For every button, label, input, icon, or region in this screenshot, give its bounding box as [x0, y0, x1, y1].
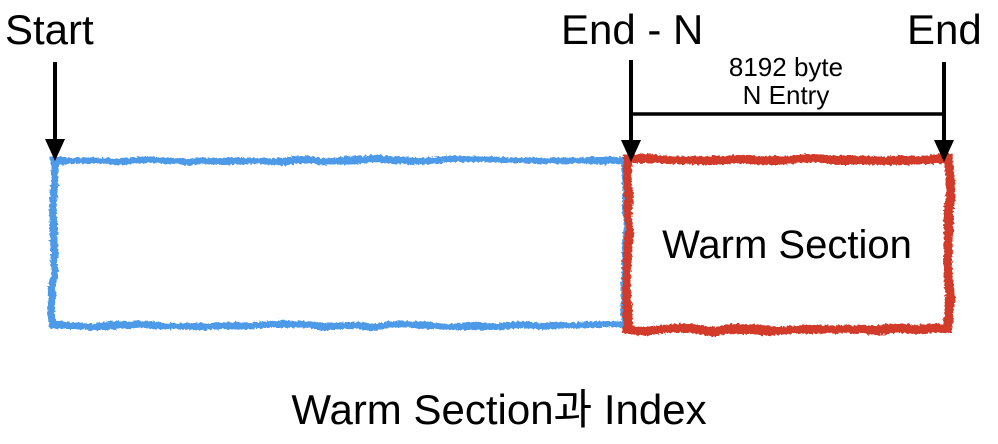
index-section-box [48, 155, 628, 328]
diagram-caption: Warm Section과 Index [291, 386, 707, 433]
start-label: Start [5, 6, 94, 53]
end-minus-n-arrow-head [621, 140, 641, 162]
end-arrow-head [934, 140, 954, 162]
start-arrow [45, 62, 65, 161]
entry-count-label: N Entry [742, 80, 830, 110]
end-minus-n-arrow [621, 60, 641, 162]
end-label: End [907, 6, 982, 53]
warm-section-box [622, 153, 952, 333]
end-minus-n-label: End - N [561, 6, 704, 53]
range-annotation: 8192 byte N Entry [630, 53, 942, 109]
start-arrow-head [45, 139, 65, 161]
warm-section-label: Warm Section [662, 222, 912, 267]
byte-size-label: 8192 byte [728, 52, 844, 82]
end-arrow [934, 62, 954, 162]
